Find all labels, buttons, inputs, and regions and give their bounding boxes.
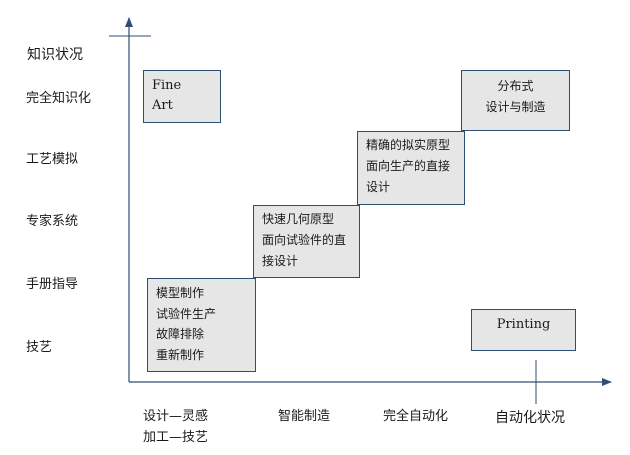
box-virtual-prototype: 精确的拟实原型 面向生产的直接 设计 (357, 131, 465, 205)
box-handcraft-line: 重新制作 (156, 347, 205, 362)
x-category-line-1: 设计—灵感 (143, 409, 209, 424)
box-rapid-prototype: 快速几何原型 面向试验件的直 接设计 (253, 205, 360, 278)
y-level-craft: 技艺 (26, 340, 53, 355)
y-level-process-simulation: 工艺模拟 (26, 152, 79, 167)
box-handcraft-line: 模型制作 (156, 286, 205, 300)
box-virtual-prototype-line: 设计 (366, 180, 391, 194)
box-rapid-prototype-line: 面向试验件的直 (262, 233, 347, 247)
box-handcraft-line: 故障排除 (156, 327, 205, 341)
y-level-expert-system: 专家系统 (26, 214, 79, 229)
y-level-complete-knowledge: 完全知识化 (26, 91, 92, 106)
box-distributed: 分布式 设计与制造 (461, 70, 570, 131)
box-rapid-prototype-line: 接设计 (262, 254, 299, 268)
box-distributed-line: 分布式 (497, 79, 534, 93)
box-distributed-line: 设计与制造 (485, 100, 546, 114)
box-fine-art: Fine Art (143, 70, 221, 123)
box-handcraft: 模型制作 试验件生产 故障排除 重新制作 (147, 278, 256, 372)
box-fine-art-line: Fine (152, 78, 182, 93)
box-fine-art-line: Art (152, 98, 173, 113)
x-category-line-2: 加工—技艺 (143, 430, 209, 445)
x-axis-title: 自动化状况 (495, 410, 565, 426)
box-handcraft-line: 试验件生产 (156, 306, 217, 321)
x-category-intelligent-manufacturing: 智能制造 (278, 409, 331, 424)
box-virtual-prototype-line: 精确的拟实原型 (366, 138, 451, 152)
box-virtual-prototype-line: 面向生产的直接 (366, 159, 451, 173)
y-level-manual-guidance: 手册指导 (26, 277, 79, 292)
y-axis-title: 知识状况 (27, 47, 83, 63)
box-rapid-prototype-line: 快速几何原型 (262, 212, 335, 226)
x-category-inspiration-craft: 设计—灵感 加工—技艺 (143, 406, 208, 448)
x-category-full-automation: 完全自动化 (383, 409, 449, 424)
box-printing-line: Printing (496, 317, 551, 332)
box-printing: Printing (471, 309, 576, 351)
